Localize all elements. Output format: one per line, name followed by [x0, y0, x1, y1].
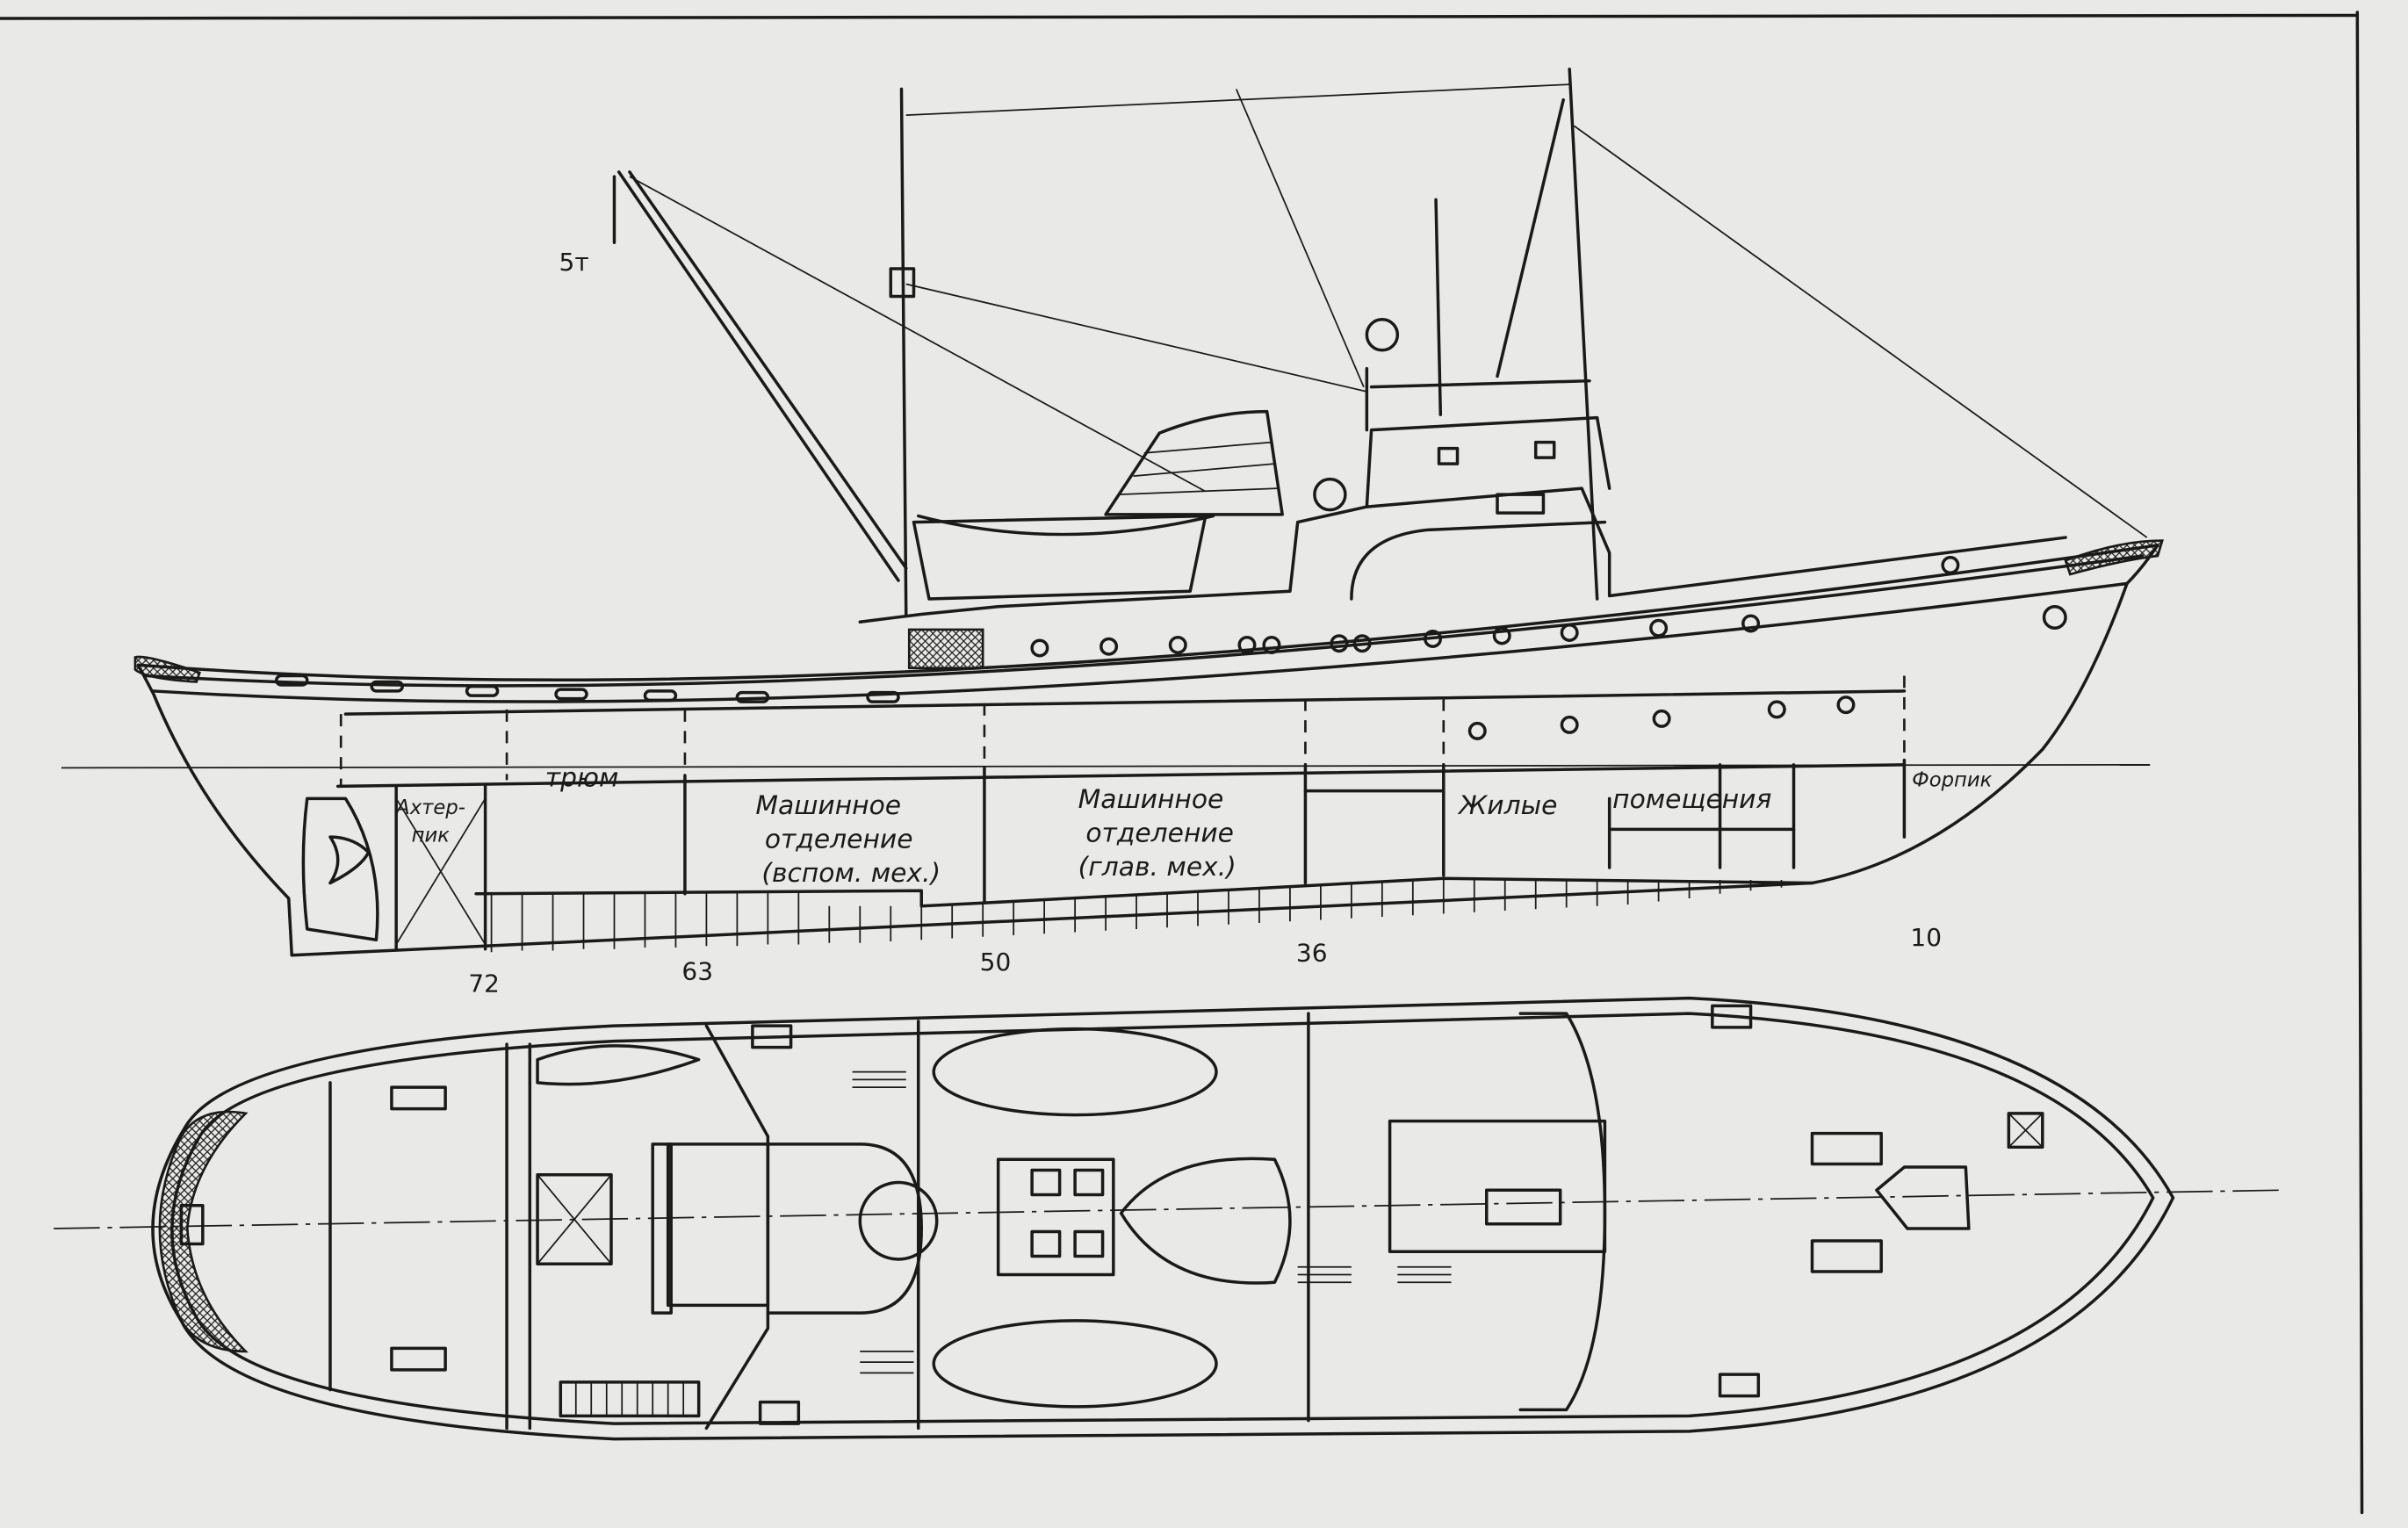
- fore-mast: [1568, 67, 1599, 601]
- aux-engine-room-label-2: отделение: [765, 824, 913, 854]
- frame-number: 10: [1910, 923, 1942, 952]
- rigging: [629, 83, 2148, 538]
- double-bottom-floors: [490, 880, 1783, 953]
- main-engine-room-label-3: (глав. мех.): [1078, 852, 1236, 883]
- rudder: [301, 796, 379, 941]
- living-quarters-label-2: помещения: [1612, 784, 1771, 815]
- main-engine-room-label-1: Машинное: [1078, 784, 1224, 815]
- drawing-border: [0, 11, 2364, 1515]
- main-mast: [899, 87, 908, 616]
- main-engine-room-label-2: отделение: [1085, 818, 1234, 848]
- workboat: [536, 1044, 701, 1086]
- crane-load-label: 5т: [559, 248, 589, 277]
- frame-number: 50: [980, 948, 1012, 977]
- fairleads: [275, 674, 900, 703]
- lifeboat-profile: [916, 514, 1215, 537]
- frame-number: 63: [681, 957, 713, 986]
- plan-view: [54, 996, 2281, 1441]
- centerline: [54, 1189, 2281, 1229]
- lifeboat-port: [932, 1027, 1218, 1117]
- afterpeak-label-1: Ахтер-: [394, 796, 465, 819]
- hull-plan: [151, 996, 2175, 1441]
- propeller: [328, 835, 371, 885]
- funnel: [1104, 409, 1284, 516]
- derrick-boom: [616, 170, 900, 582]
- deckhouse: [858, 487, 2067, 623]
- living-quarters-label-1: Жилые: [1457, 790, 1557, 821]
- profile-view: 5т трюм Ахтер- пик Машинное отделение (в…: [61, 67, 2164, 998]
- funnel-plan: [1119, 1157, 1292, 1285]
- lifeboat-starboard: [932, 1319, 1218, 1409]
- aux-engine-room-label-3: (вспом. мех.): [761, 858, 941, 889]
- frame-number: 72: [468, 969, 500, 998]
- searchlight: [1365, 317, 1400, 352]
- portholes: [1030, 556, 2067, 740]
- forepeak-label: Форпик: [1912, 768, 1992, 791]
- aux-engine-room-label-1: Машинное: [755, 790, 901, 821]
- hold-label: трюм: [545, 762, 619, 793]
- towing-winch: [1875, 1165, 1971, 1230]
- afterpeak-label-2: пик: [412, 824, 451, 847]
- frame-number: 36: [1296, 939, 1328, 968]
